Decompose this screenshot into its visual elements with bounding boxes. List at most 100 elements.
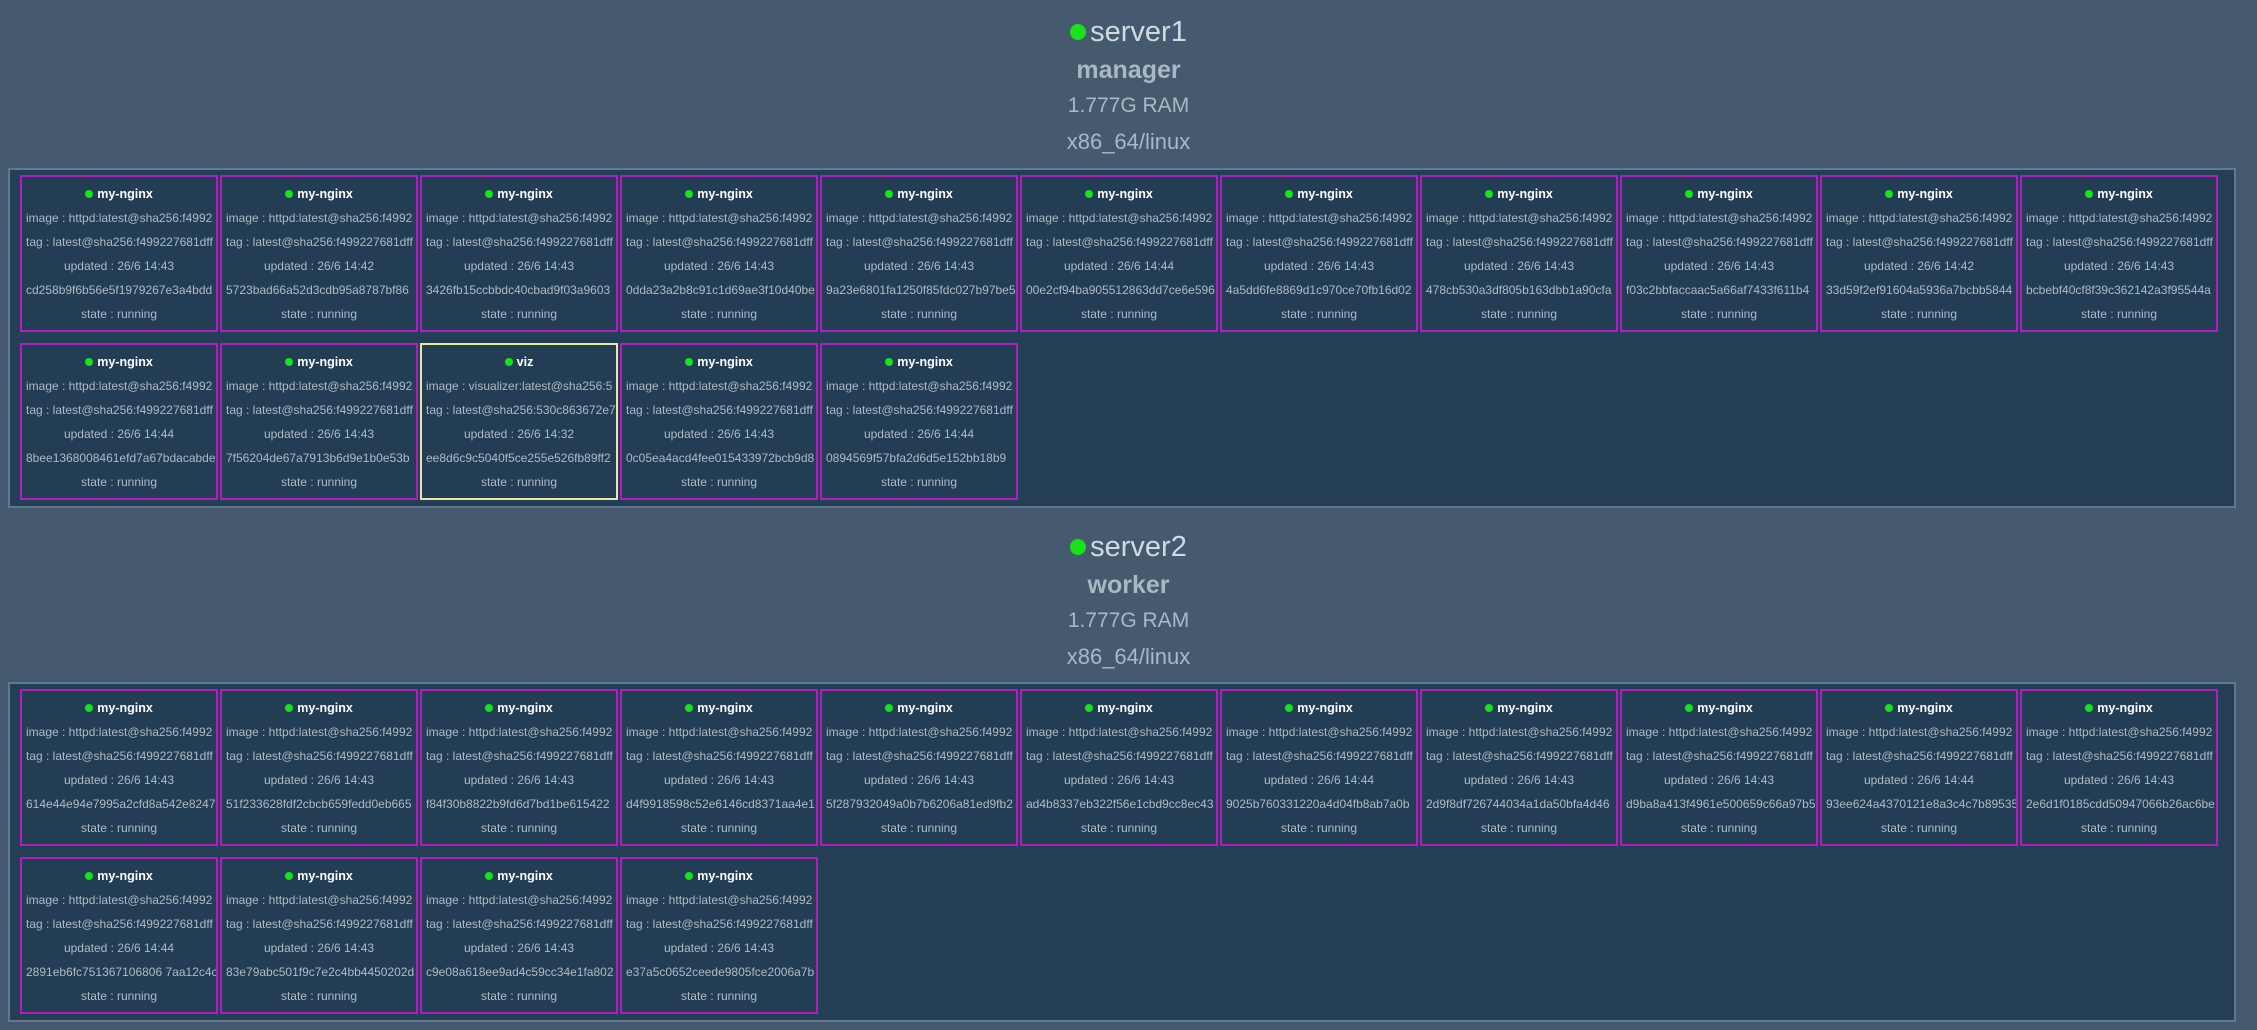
node-platform: x86_64/linux [1066, 129, 1191, 154]
status-dot-icon [1070, 539, 1087, 555]
task-panel-server2: my-nginx image : httpd:latest@sha256:f499… [8, 682, 2236, 1022]
task-id: 5f287932049a0b7b6206a81ed9fb2 [826, 797, 1013, 811]
task-updated: updated : 26/6 14:44 [1263, 773, 1375, 787]
task-state: state : running [1080, 307, 1158, 321]
task-id: f03c2bbfaccaac5a66af7433f611b4 [1626, 283, 1810, 297]
task-tag: tag : latest@sha256:f499227681dff [1626, 235, 1813, 249]
task-state: state : running [880, 475, 958, 489]
task-updated: updated : 26/6 14:43 [263, 941, 375, 955]
service-name-text: my-nginx [897, 355, 953, 369]
task-updated: updated : 26/6 14:43 [1263, 259, 1375, 273]
task-id: 0894569f57bfa2d6d5e152bb18b9 [826, 451, 1007, 465]
task-service-name: my-nginx [22, 864, 216, 888]
task-id: f84f30b8822b9fd6d7bd1be615422 [426, 797, 610, 811]
task-updated: updated : 26/6 14:43 [263, 773, 375, 787]
task-state: state : running [1880, 307, 1958, 321]
task-image: image : httpd:latest@sha256:f4992 [1226, 725, 1413, 739]
task-image: image : visualizer:latest@sha256:5 [426, 379, 613, 393]
service-name-text: my-nginx [2097, 701, 2153, 715]
task-tag: tag : latest@sha256:f499227681dff [2026, 235, 2213, 249]
task-tag: tag : latest@sha256:f499227681dff [826, 749, 1013, 763]
task-image: image : httpd:latest@sha256:f4992 [1826, 211, 2013, 225]
task-card[interactable]: my-nginx image : httpd:latest@sha256:f499… [1220, 689, 1418, 846]
task-id: ee8d6c9c5040f5ce255e526fb89ff2 [426, 451, 611, 465]
task-id: 33d59f2ef91604a5936a7bcbb5844 [1826, 283, 2013, 297]
task-state: state : running [480, 307, 558, 321]
status-dot-icon [285, 704, 294, 712]
task-updated: updated : 26/6 14:42 [1863, 259, 1975, 273]
task-state: state : running [2080, 307, 2158, 321]
task-state: state : running [680, 307, 758, 321]
task-state: state : running [680, 475, 758, 489]
task-id: ad4b8337eb322f56e1cbd9cc8ec43 [1026, 797, 1214, 811]
service-name-text: my-nginx [1897, 701, 1953, 715]
task-card[interactable]: my-nginx image : httpd:latest@sha256:f499… [20, 857, 218, 1014]
task-id: 9025b760331220a4d04fb8ab7a0b [1226, 797, 1410, 811]
task-image: image : httpd:latest@sha256:f4992 [26, 893, 213, 907]
task-tag: tag : latest@sha256:f499227681dff [26, 403, 213, 417]
status-dot-icon [1485, 190, 1494, 198]
task-image: image : httpd:latest@sha256:f4992 [26, 211, 213, 225]
task-service-name: viz [422, 350, 616, 374]
task-service-name: my-nginx [1222, 696, 1416, 720]
task-updated: updated : 26/6 14:43 [1463, 259, 1575, 273]
status-dot-icon [1085, 704, 1094, 712]
task-state: state : running [480, 475, 558, 489]
task-tag: tag : latest@sha256:f499227681dff [2026, 749, 2213, 763]
task-updated: updated : 26/6 14:43 [463, 259, 575, 273]
status-dot-icon [885, 358, 894, 366]
task-state: state : running [480, 821, 558, 835]
task-tag: tag : latest@sha256:f499227681dff [826, 403, 1013, 417]
task-image: image : httpd:latest@sha256:f4992 [426, 211, 613, 225]
task-tag: tag : latest@sha256:f499227681dff [1226, 749, 1413, 763]
task-updated: updated : 26/6 14:43 [663, 259, 775, 273]
task-service-name: my-nginx [622, 182, 816, 206]
node-platform: x86_64/linux [1066, 644, 1191, 669]
service-name-text: my-nginx [1497, 187, 1553, 201]
task-updated: updated : 26/6 14:43 [663, 773, 775, 787]
task-state: state : running [1280, 821, 1358, 835]
status-dot-icon [285, 358, 294, 366]
task-image: image : httpd:latest@sha256:f4992 [626, 725, 813, 739]
task-id: 0c05ea4acd4fee015433972bcb9d8 [626, 451, 815, 465]
task-service-name: my-nginx [222, 350, 416, 374]
status-dot-icon [1685, 704, 1694, 712]
status-dot-icon [685, 190, 694, 198]
service-name-text: viz [516, 355, 534, 369]
node-name: server1 [0, 12, 2257, 52]
node-name-text: server2 [1090, 531, 1187, 563]
task-id: 7f56204de67a7913b6d9e1b0e53b [226, 451, 410, 465]
service-name-text: my-nginx [1097, 701, 1153, 715]
task-updated: updated : 26/6 14:43 [63, 773, 175, 787]
task-image: image : httpd:latest@sha256:f4992 [2026, 211, 2213, 225]
